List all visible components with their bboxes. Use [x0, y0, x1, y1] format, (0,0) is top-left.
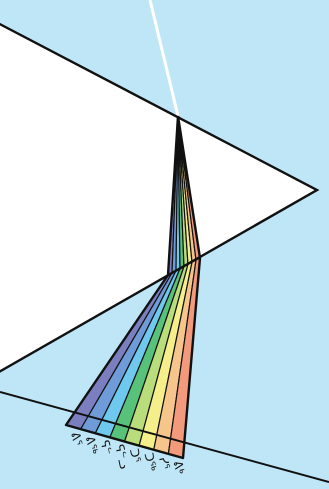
band-label: ᕋᓪ	[98, 439, 115, 456]
band-label: ᑐᕐ	[127, 447, 144, 463]
